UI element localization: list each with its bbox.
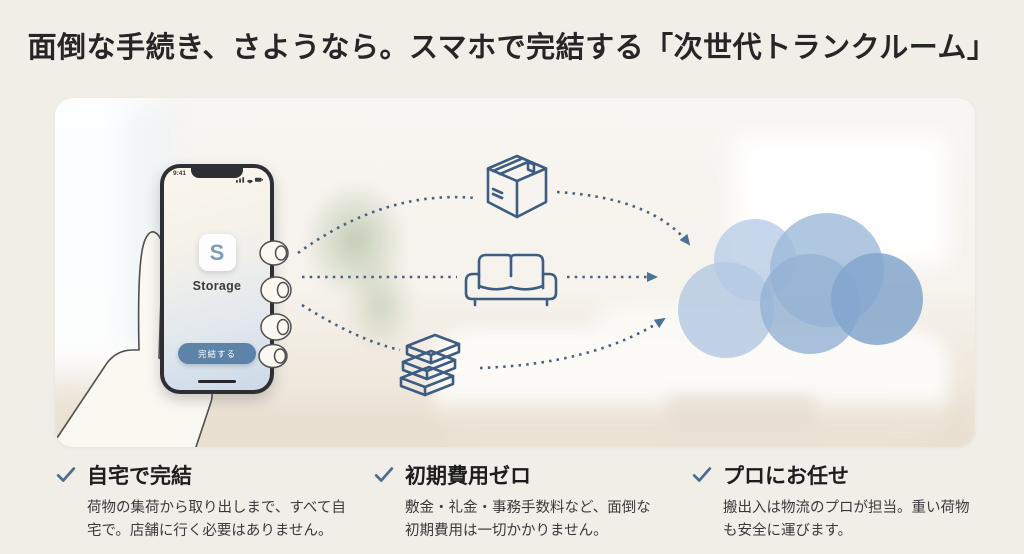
feature-zero-cost: 初期費用ゼロ 敷金・礼金・事務手数料など、面倒な初期費用は一切かかりません。 (373, 460, 691, 544)
floor-blur (55, 404, 975, 447)
hero-illustration: 9:41 S (55, 98, 975, 447)
feature-description: 搬出入は物流のプロが担当。重い荷物も安全に運びます。 (723, 500, 970, 540)
cushion-photo-blur (595, 302, 765, 364)
feature-home-complete: 自宅で完結 荷物の集荷から取り出しまで、すべて自宅で。店舗に行く必要はありません… (55, 460, 373, 544)
check-icon (692, 467, 712, 482)
phone-notch-icon (191, 168, 243, 178)
window-right-blur (733, 134, 948, 266)
features-row: 自宅で完結 荷物の集荷から取り出しまで、すべて自宅で。店舗に行く必要はありません… (55, 460, 985, 544)
feature-head: 初期費用ゼロ (373, 460, 691, 490)
feature-description: 荷物の集荷から取り出しまで、すべて自宅で。店舗に行く必要はありません。 (87, 500, 346, 540)
feature-head: プロにお任せ (691, 460, 1009, 490)
feature-description: 敷金・礼金・事務手数料など、面倒な初期費用は一切かかりません。 (405, 500, 651, 540)
check-icon (374, 467, 394, 482)
feature-title: プロにお任せ (723, 465, 849, 488)
feature-head: 自宅で完結 (55, 460, 373, 490)
storage-app-name: Storage (192, 279, 242, 293)
app-block: S Storage (164, 234, 270, 293)
app-icon-letter: S (209, 239, 225, 265)
feature-pro-service: プロにお任せ 搬出入は物流のプロが担当。重い荷物も安全に運びます。 (691, 460, 1009, 544)
complete-button[interactable]: 完結する (178, 343, 256, 364)
cardboard-box-icon (481, 153, 553, 221)
table-photo-blur (667, 395, 817, 431)
check-icon (56, 467, 76, 482)
home-indicator[interactable] (198, 380, 236, 383)
feature-title: 自宅で完結 (87, 465, 192, 488)
signal-battery-icon (236, 171, 263, 189)
books-stack-icon (393, 333, 469, 401)
feature-title: 初期費用ゼロ (405, 465, 531, 488)
storage-app-icon[interactable]: S (198, 234, 236, 271)
page-title: 面倒な手続き、さようなら。スマホで完結する「次世代トランクルーム」 (27, 32, 997, 64)
phone-screen: 9:41 S (164, 168, 270, 390)
sofa-icon (463, 250, 559, 308)
phone-status-time: 9:41 (173, 170, 187, 177)
smartphone: 9:41 S (160, 164, 274, 394)
